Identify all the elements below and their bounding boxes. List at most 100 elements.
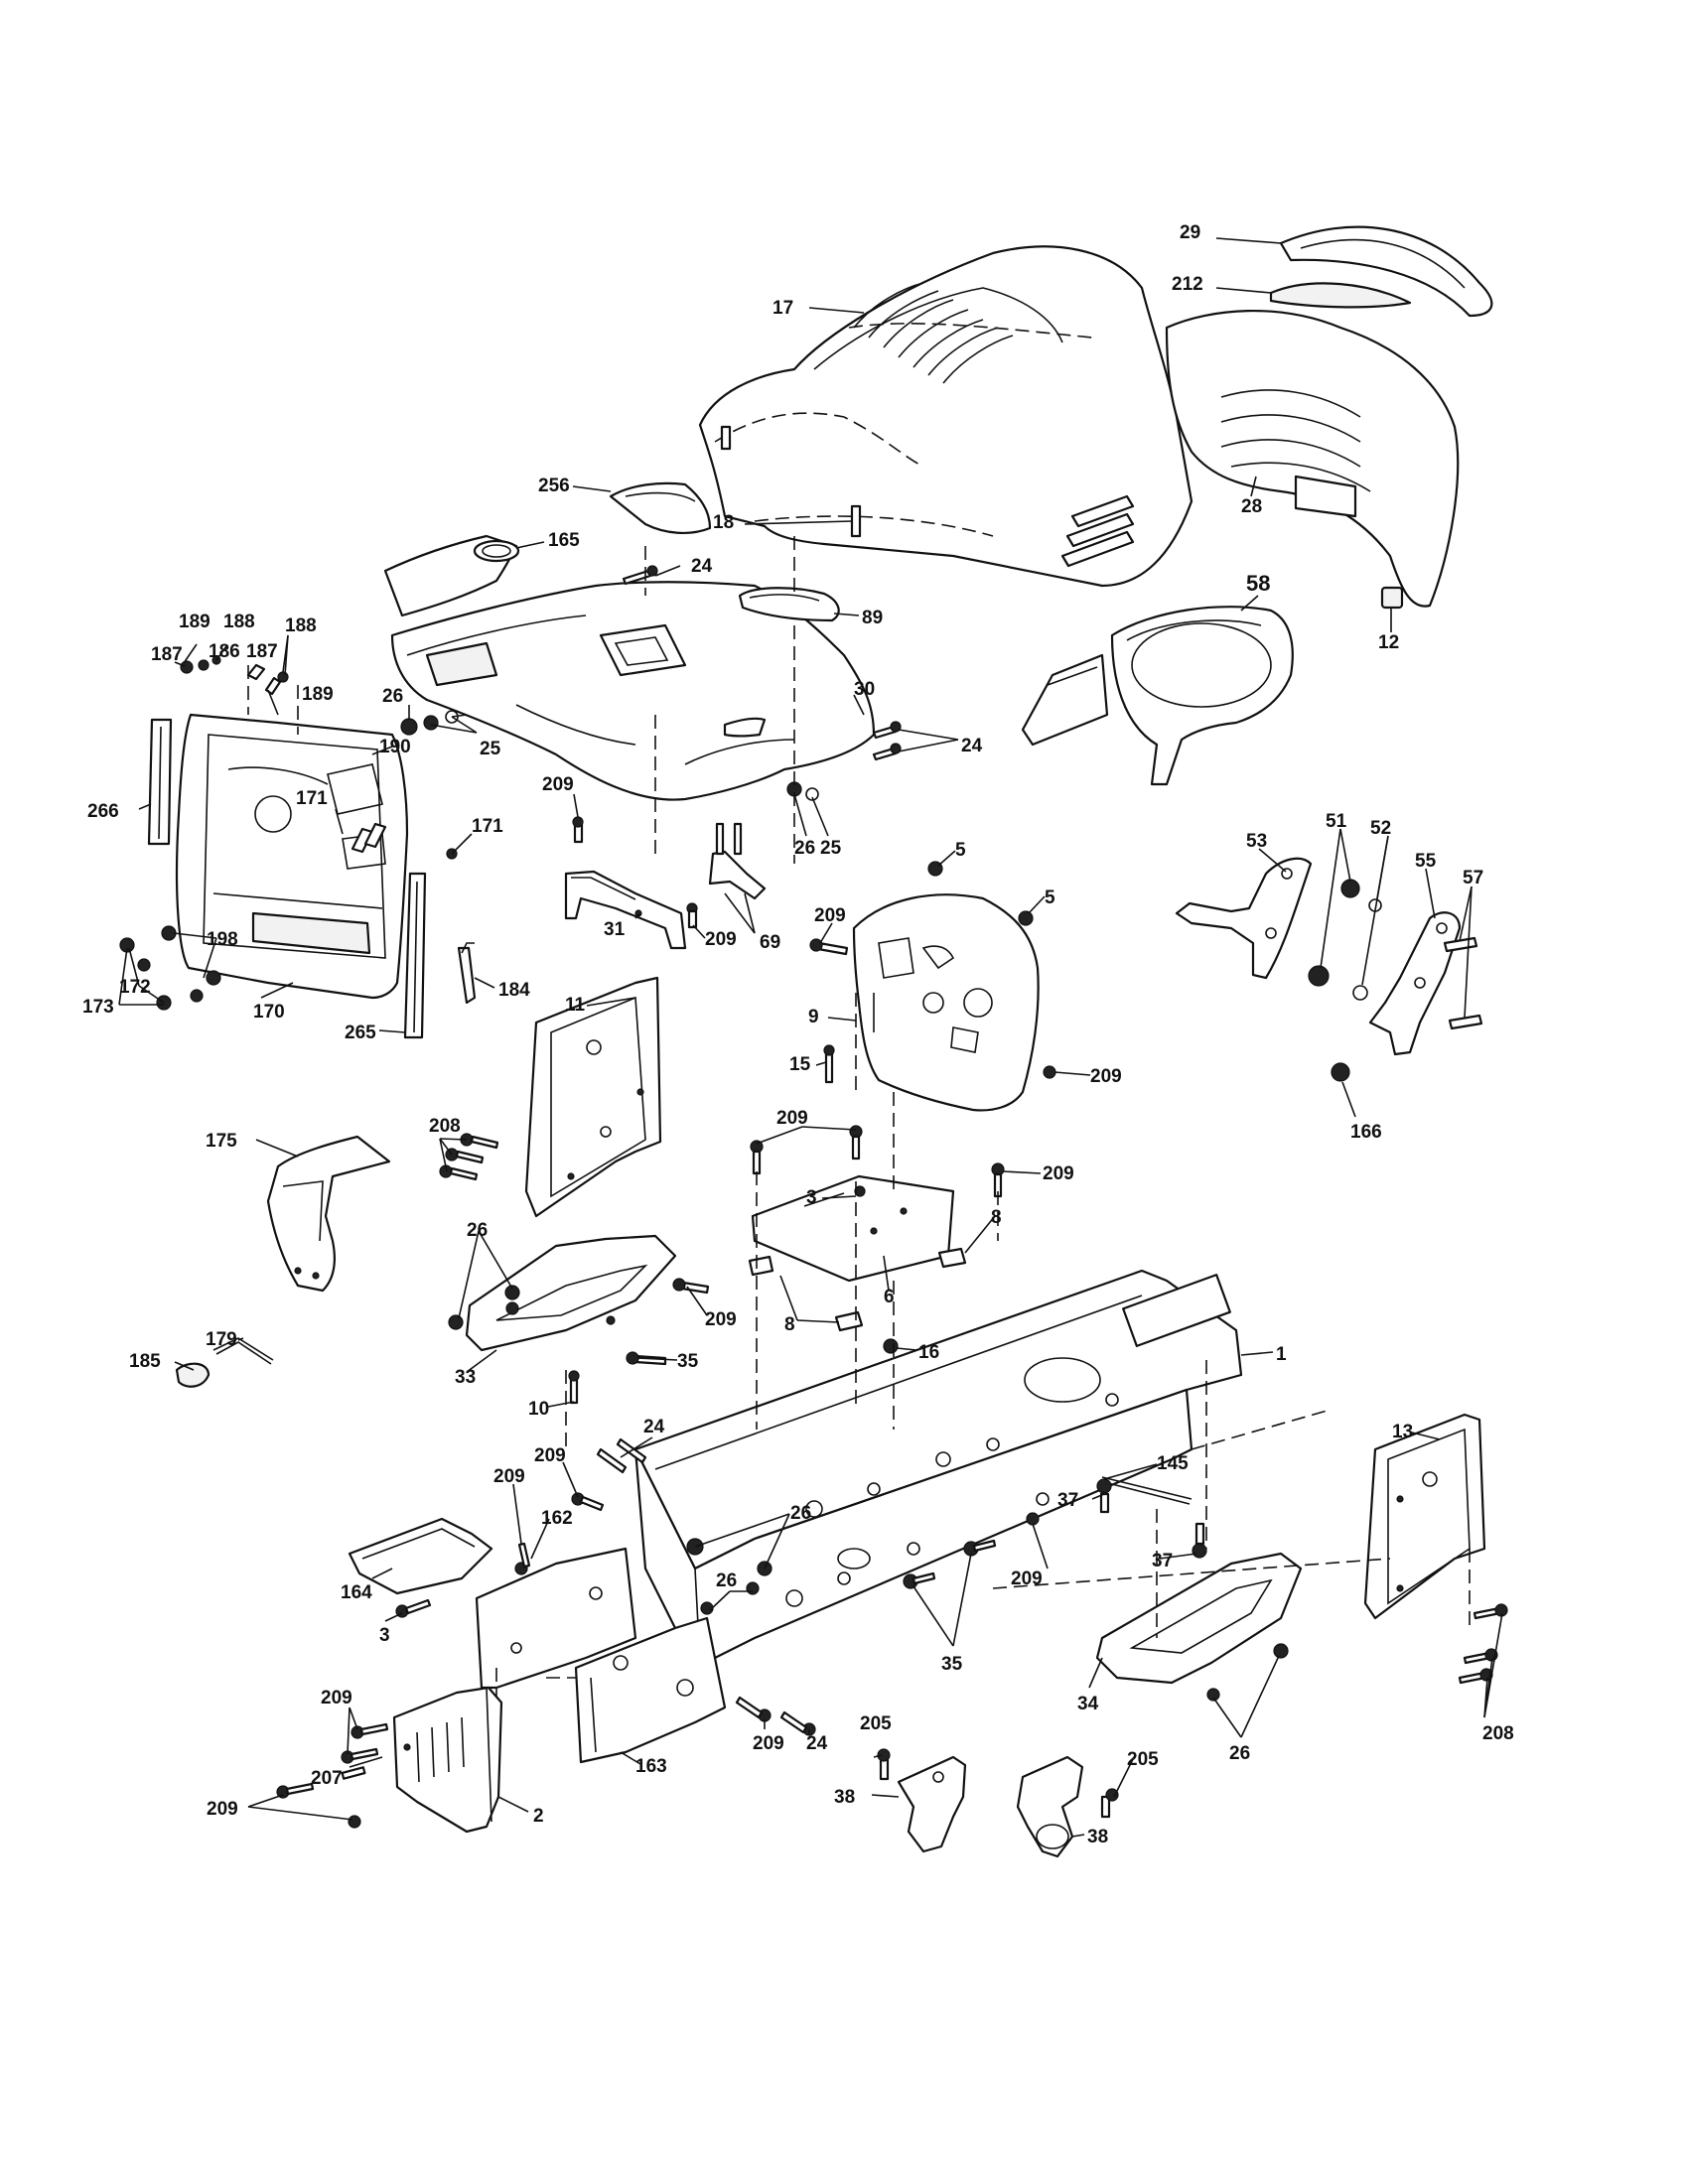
plate-part-164 (348, 1517, 493, 1595)
label-6: 6 (884, 1287, 895, 1307)
label-209c: 209 (814, 905, 846, 926)
label-212: 212 (1172, 274, 1203, 295)
leader-lines (118, 237, 1503, 1838)
label-209j: 209 (1011, 1569, 1043, 1589)
label-51: 51 (1326, 811, 1347, 832)
label-26e: 26 (716, 1570, 737, 1591)
label-165: 165 (548, 530, 580, 551)
hood-front-part-28 (1165, 310, 1460, 608)
label-30: 30 (854, 679, 875, 700)
label-209g: 209 (705, 1309, 737, 1330)
label-24b: 24 (961, 736, 983, 756)
cup-holder-panel-part-165 (383, 534, 520, 617)
label-209i: 209 (493, 1466, 525, 1487)
label-16: 16 (918, 1342, 939, 1363)
label-166: 166 (1350, 1122, 1382, 1143)
label-2: 2 (533, 1806, 544, 1827)
dash-hardware (119, 655, 458, 1011)
label-15: 15 (789, 1054, 811, 1075)
label-171b: 171 (472, 816, 503, 837)
fender-pan-part-30 (390, 581, 876, 801)
label-26d: 26 (790, 1503, 811, 1524)
clip-part-8b (834, 1310, 864, 1332)
label-209k: 209 (321, 1688, 352, 1708)
label-256: 256 (538, 476, 570, 496)
shield-part-175 (266, 1135, 391, 1293)
side-panel-part-11 (524, 976, 662, 1218)
label-173: 173 (82, 997, 114, 1018)
hood-pin-part-18 (850, 504, 862, 538)
panel-part-163 (574, 1616, 727, 1764)
bracket-part-53 (1175, 857, 1313, 980)
plate-part-6 (751, 1174, 955, 1283)
label-38a: 38 (834, 1787, 855, 1808)
part-labels: 17 29 212 28 18 256 165 24 89 30 24 58 1… (82, 222, 1514, 1847)
label-186: 186 (209, 641, 240, 662)
label-26b: 26 (794, 838, 815, 859)
label-26f: 26 (1229, 1743, 1250, 1764)
label-3a: 3 (806, 1187, 817, 1208)
label-175: 175 (206, 1131, 237, 1152)
label-172: 172 (119, 977, 151, 998)
bracket-part-38a (897, 1755, 967, 1853)
label-187b: 187 (246, 641, 278, 662)
label-208a: 208 (429, 1116, 461, 1137)
label-37a: 37 (1057, 1490, 1078, 1511)
side-panel-part-13 (1363, 1413, 1486, 1620)
label-53: 53 (1246, 831, 1267, 852)
label-33: 33 (455, 1367, 476, 1388)
bumper-plate-part-2 (392, 1686, 503, 1834)
trim-strip-part-265 (403, 872, 427, 1039)
label-52: 52 (1370, 818, 1391, 839)
label-145: 145 (1157, 1453, 1189, 1474)
label-89: 89 (862, 608, 883, 628)
cover-part-256 (609, 481, 712, 535)
label-1: 1 (1276, 1344, 1287, 1365)
bumper-part-12 (1380, 586, 1404, 610)
dash-support-part-9 (852, 893, 1040, 1112)
label-13: 13 (1392, 1422, 1413, 1442)
label-185: 185 (129, 1351, 161, 1372)
label-209d: 209 (1090, 1066, 1122, 1087)
label-187a: 187 (151, 644, 183, 665)
bolts-part-37 (1096, 1478, 1207, 1559)
label-69: 69 (760, 932, 780, 953)
label-58: 58 (1246, 571, 1270, 596)
label-38b: 38 (1087, 1827, 1108, 1847)
footrest-part-34 (1095, 1552, 1303, 1702)
label-29: 29 (1180, 222, 1200, 243)
bracket-part-69 (708, 822, 767, 900)
label-26a: 26 (382, 686, 403, 707)
label-209h: 209 (534, 1445, 566, 1466)
rod-part-179 (212, 1337, 274, 1365)
label-162: 162 (541, 1508, 573, 1529)
label-34: 34 (1077, 1694, 1099, 1714)
label-8a: 8 (991, 1207, 1002, 1228)
label-18: 18 (713, 512, 734, 533)
label-8b: 8 (784, 1314, 795, 1335)
label-198: 198 (207, 929, 238, 950)
label-179: 179 (206, 1329, 237, 1350)
grip-part-185 (175, 1362, 210, 1388)
label-55: 55 (1415, 851, 1437, 872)
screws-part-205 (877, 1748, 1119, 1819)
hood-part-17 (698, 245, 1193, 588)
label-207: 207 (311, 1768, 343, 1789)
clip-part-8c (748, 1255, 774, 1277)
clip-part-8a (937, 1247, 967, 1269)
label-57: 57 (1463, 868, 1483, 888)
label-209f: 209 (1043, 1163, 1074, 1184)
footrest-part-33 (465, 1234, 677, 1352)
label-209l: 209 (207, 1799, 238, 1820)
label-5b: 5 (1045, 887, 1055, 908)
label-163: 163 (635, 1756, 667, 1777)
label-5a: 5 (955, 840, 966, 861)
label-24d: 24 (806, 1733, 828, 1754)
bracket-part-55 (1368, 911, 1462, 1056)
rod-part-145 (1101, 1476, 1193, 1505)
dash-panel-part-170 (175, 713, 409, 1000)
label-188a: 188 (223, 612, 255, 632)
label-265: 265 (345, 1023, 376, 1043)
label-209m: 209 (753, 1733, 784, 1754)
